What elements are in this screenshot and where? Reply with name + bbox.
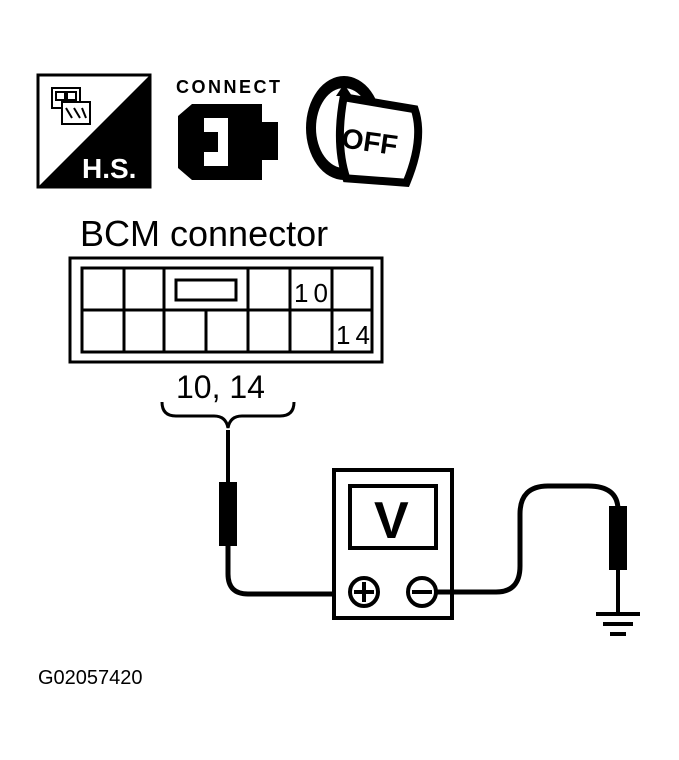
bcm-connector-face: 10 14 xyxy=(68,256,384,364)
connector-sketch-icon xyxy=(51,87,91,125)
connector-title: BCM connector xyxy=(80,213,328,254)
meter-display-label: V xyxy=(374,492,409,550)
negative-probe-tip xyxy=(609,506,627,570)
key-head-icon xyxy=(335,92,423,187)
positive-probe-lead xyxy=(219,430,346,597)
plus-terminal-icon xyxy=(348,576,380,608)
connect-label: CONNECT xyxy=(176,77,280,97)
meter-display xyxy=(348,484,438,550)
positive-probe-tip xyxy=(219,482,237,546)
figure-id: G02057420 xyxy=(38,667,143,689)
hs-label: H.S. xyxy=(82,153,136,184)
voltmeter: V xyxy=(332,468,454,620)
probe-pins-label: 10, 14 xyxy=(176,369,265,405)
connect-icon: CONNECT xyxy=(176,77,280,180)
minus-terminal-icon xyxy=(406,576,438,608)
ignition-off-icon: OFF xyxy=(306,76,423,187)
pin-brace xyxy=(160,401,296,429)
ground-icon xyxy=(596,612,640,636)
harness-side-icon: H.S. xyxy=(36,73,152,189)
key-off-label: OFF xyxy=(340,123,400,161)
connector-lock-tab xyxy=(174,278,238,302)
negative-probe-lead xyxy=(436,483,627,612)
